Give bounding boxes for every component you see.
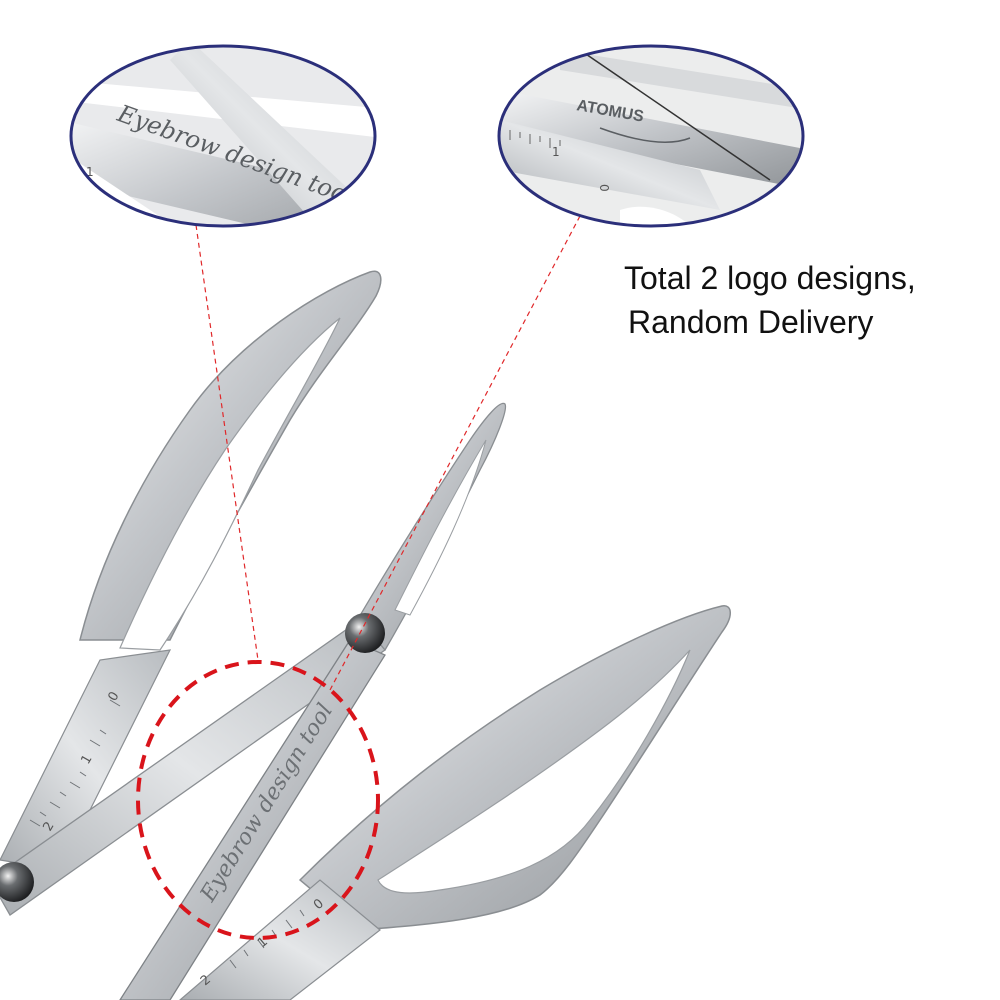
zoom-right-tick-0: 0 [597,184,611,192]
pivot-rivet-lower-icon [0,862,34,902]
leader-lines [195,215,581,691]
caption-line-2: Random Delivery [628,304,874,340]
zoom-left-tick: 1 [86,165,94,179]
caption-line-1: Total 2 logo designs, [624,260,916,296]
delivery-caption: Total 2 logo designs, Random Delivery [624,256,994,344]
pivot-rivet-icon [345,613,385,653]
upper-scale [29,699,121,827]
highlight-ellipse [136,660,380,940]
zoom-left: Eyebrow design tool 1 [69,44,377,228]
zoom-right-tick-1: 1 [552,145,560,159]
upper-loop-arm [0,270,382,871]
leader-line-left [195,224,259,661]
upper-measuring-bar [0,619,386,916]
zoom-right: ATOMUS 1 0 [497,44,805,228]
middle-pointer-arm [338,402,507,651]
